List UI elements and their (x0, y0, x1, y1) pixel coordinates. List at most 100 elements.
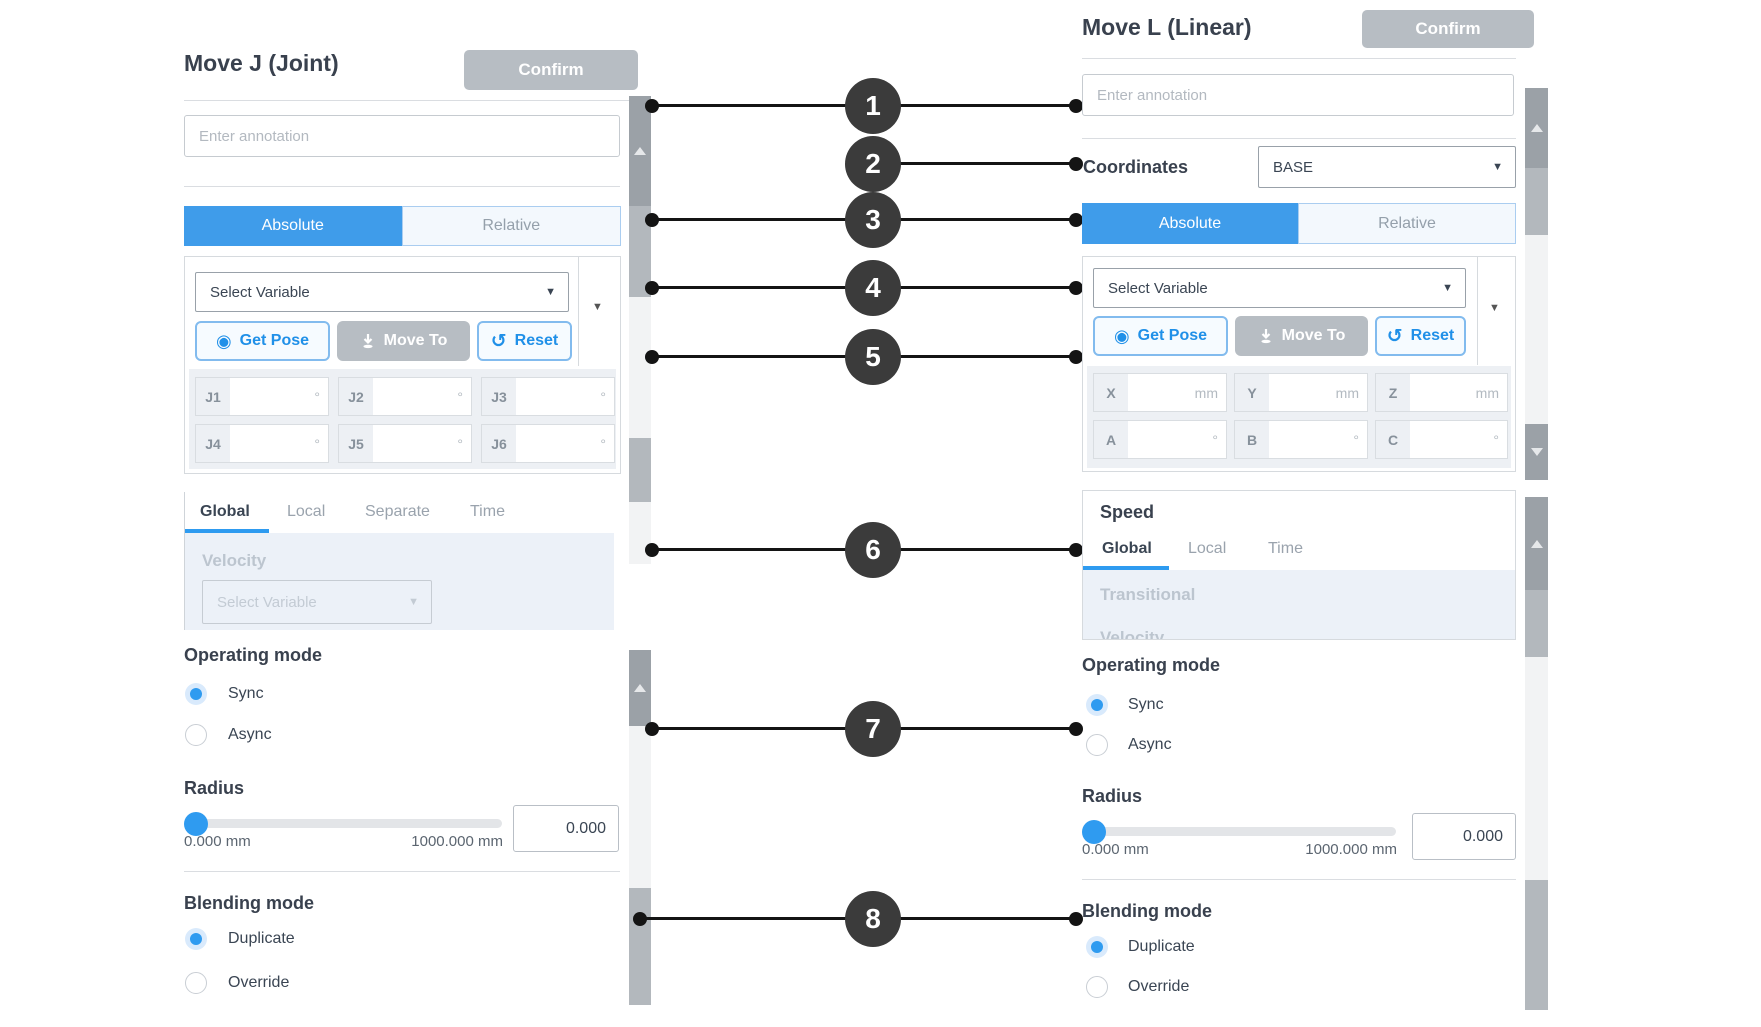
movej-tab-relative[interactable]: Relative (401, 206, 621, 246)
movej-duplicate-label: Duplicate (228, 930, 295, 947)
movej-scrollbar-thumb[interactable] (629, 96, 651, 206)
movel-sync-radio[interactable] (1086, 694, 1108, 716)
movej-async-radio[interactable] (185, 724, 207, 746)
field-value (230, 425, 314, 462)
movel-group-expand-caret-icon[interactable]: ▼ (1489, 302, 1500, 314)
field-label: J2 (339, 378, 373, 415)
movej-j4-field[interactable]: J4 ° (195, 424, 329, 463)
movel-x-field[interactable]: X mm (1093, 373, 1227, 412)
movej-j3-field[interactable]: J3 ° (481, 377, 615, 416)
movej-j1-field[interactable]: J1 ° (195, 377, 329, 416)
callout-1-badge: 1 (845, 78, 901, 134)
movej-panel-title: Move J (Joint) (184, 50, 339, 76)
field-label: J5 (339, 425, 373, 462)
movej-sync-radio[interactable] (185, 683, 207, 705)
movel-speed-tab-time[interactable]: Time (1268, 540, 1303, 557)
degree-unit: ° (314, 388, 320, 405)
movel-radius-value-input[interactable] (1412, 813, 1516, 860)
movej-reset-button[interactable]: ↺ Reset (477, 321, 572, 361)
movej-move-to-button[interactable]: Move To (337, 321, 470, 361)
movej-duplicate-radio[interactable] (185, 928, 207, 950)
field-value (1269, 421, 1353, 458)
movej-j2-field[interactable]: J2 ° (338, 377, 472, 416)
movel-duplicate-radio[interactable] (1086, 936, 1108, 958)
callout-endpoint-dot (1069, 281, 1083, 295)
movej-tab-absolute[interactable]: Absolute (184, 206, 402, 246)
movej-scrollbar-thumb[interactable] (629, 650, 651, 726)
movel-coordinates-dropdown[interactable]: BASE ▼ (1258, 146, 1516, 188)
movel-tab-relative[interactable]: Relative (1298, 203, 1516, 244)
callout-endpoint-dot (645, 722, 659, 736)
movej-radius-slider-track[interactable] (184, 819, 502, 828)
movel-get-pose-label: Get Pose (1137, 327, 1208, 344)
get-pose-target-icon: ◉ (1113, 325, 1130, 346)
movel-scrollbar-thumb[interactable] (1525, 880, 1548, 1010)
movel-reset-button[interactable]: ↺ Reset (1375, 316, 1466, 356)
movej-scrollbar-thumb[interactable] (629, 888, 651, 1005)
movel-radius-slider-thumb[interactable] (1082, 820, 1106, 844)
movej-confirm-button[interactable]: Confirm (464, 50, 638, 90)
movej-radius-slider-thumb[interactable] (184, 812, 208, 836)
movej-blending-mode-heading: Blending mode (184, 893, 314, 913)
movej-group-expand-caret-icon[interactable]: ▼ (592, 301, 603, 313)
scroll-up-icon[interactable] (1530, 124, 1543, 132)
movel-speed-tab-global[interactable]: Global (1102, 540, 1152, 557)
callout-endpoint-dot (1069, 350, 1083, 364)
movej-override-radio[interactable] (185, 972, 207, 994)
movej-speed-tab-global[interactable]: Global (200, 503, 250, 520)
movel-z-field[interactable]: Z mm (1375, 373, 1508, 412)
active-tab-underline (1083, 566, 1169, 570)
movej-scrollbar-thumb[interactable] (629, 206, 651, 297)
divider (184, 100, 638, 101)
movel-override-radio[interactable] (1086, 976, 1108, 998)
scroll-up-icon[interactable] (634, 147, 646, 155)
movel-scrollbar-thumb[interactable] (1525, 168, 1548, 235)
degree-unit: ° (1212, 431, 1218, 448)
movel-annotation-input[interactable] (1082, 74, 1514, 116)
movel-coordinates-label: Coordinates (1083, 157, 1189, 177)
movel-scrollbar-thumb[interactable] (1525, 497, 1548, 590)
movej-scrollbar-thumb[interactable] (629, 438, 651, 502)
field-value (373, 378, 457, 415)
scroll-up-icon[interactable] (634, 684, 646, 692)
callout-endpoint-dot (1069, 99, 1083, 113)
movej-speed-tab-local[interactable]: Local (287, 503, 326, 520)
movel-b-field[interactable]: B ° (1234, 420, 1368, 459)
movej-get-pose-button[interactable]: ◉ Get Pose (195, 321, 330, 361)
movel-async-radio[interactable] (1086, 734, 1108, 756)
movej-j6-field[interactable]: J6 ° (481, 424, 615, 463)
movej-velocity-dropdown-value: Select Variable (217, 593, 317, 611)
movej-speed-tab-time[interactable]: Time (470, 503, 505, 520)
caret-down-icon: ▼ (1492, 161, 1503, 173)
field-value (1410, 421, 1493, 458)
movej-speed-tab-separate[interactable]: Separate (365, 503, 430, 520)
movel-y-field[interactable]: Y mm (1234, 373, 1368, 412)
movel-move-to-button[interactable]: Move To (1235, 316, 1368, 356)
movej-j5-field[interactable]: J5 ° (338, 424, 472, 463)
movel-get-pose-button[interactable]: ◉ Get Pose (1093, 316, 1228, 356)
movel-speed-tab-local[interactable]: Local (1188, 540, 1227, 557)
movel-velocity-clipped-label: Velocity (1100, 628, 1165, 639)
movel-scrollbar-thumb[interactable] (1525, 88, 1548, 168)
movel-scrollbar-thumb[interactable] (1525, 590, 1548, 657)
movel-radius-slider-track[interactable] (1082, 827, 1396, 836)
divider (1082, 138, 1516, 139)
movej-annotation-input[interactable] (184, 115, 620, 157)
movej-radius-value-input[interactable] (513, 805, 619, 852)
movel-c-field[interactable]: C ° (1375, 420, 1508, 459)
field-label: X (1094, 374, 1128, 411)
movel-variable-dropdown[interactable]: Select Variable ▼ (1093, 268, 1466, 308)
callout-endpoint-dot (645, 99, 659, 113)
callout-endpoint-dot (645, 281, 659, 295)
mm-unit: mm (1475, 384, 1499, 401)
movel-variable-dropdown-value: Select Variable (1108, 279, 1208, 297)
movel-a-field[interactable]: A ° (1093, 420, 1227, 459)
movel-reset-label: Reset (1410, 327, 1455, 344)
scroll-up-icon[interactable] (1530, 539, 1543, 548)
scroll-down-icon[interactable] (1530, 448, 1543, 456)
movel-tab-absolute[interactable]: Absolute (1082, 203, 1298, 244)
movej-variable-dropdown[interactable]: Select Variable ▼ (195, 272, 569, 312)
movel-confirm-button[interactable]: Confirm (1362, 10, 1534, 48)
movel-scrollbar-thumb[interactable] (1525, 424, 1548, 480)
